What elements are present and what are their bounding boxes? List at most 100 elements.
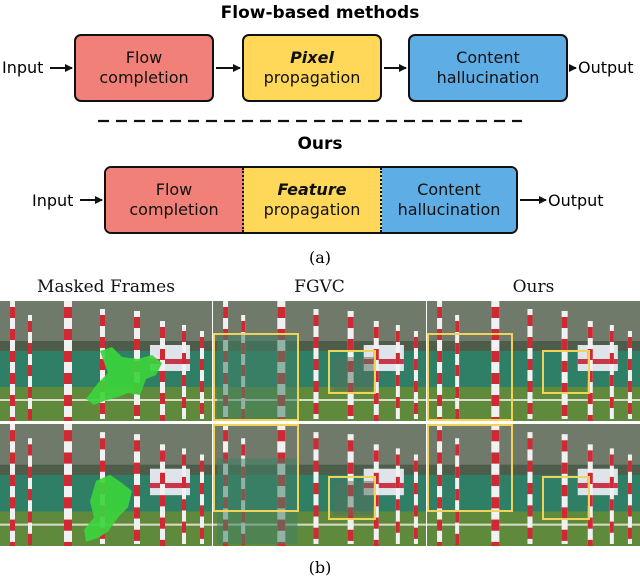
pole-red-stripe <box>527 403 533 414</box>
pole-red-stripe <box>561 440 568 452</box>
pole-red-stripe <box>373 495 379 507</box>
pole-red-stripe <box>491 519 500 531</box>
background-sky-trees <box>0 424 212 465</box>
pole-red-stripe <box>28 444 32 456</box>
pole-red-stripe <box>223 307 229 318</box>
pole-red-stripe <box>627 403 632 414</box>
artifact-blur <box>217 335 298 419</box>
pole-red-stripe <box>160 495 165 507</box>
pole-red-stripe <box>182 331 186 342</box>
pole-red-stripe <box>277 307 286 318</box>
pole-red-stripe <box>313 381 319 392</box>
pole-red-stripe <box>134 485 140 497</box>
seg-line1: Feature <box>277 180 347 199</box>
pole-red-stripe <box>527 527 533 539</box>
pole-red-stripe <box>347 405 354 416</box>
pole-red-stripe <box>455 387 460 398</box>
pole-red-stripe <box>455 321 460 332</box>
pole-red-stripe <box>347 440 354 452</box>
box-line1: Pixel <box>290 48 334 67</box>
pole-red-stripe <box>313 403 319 414</box>
background-sky-trees <box>213 424 426 465</box>
pole-red-stripe <box>437 307 443 318</box>
highlight-box-small <box>542 476 590 520</box>
pole-white <box>182 325 186 419</box>
pole-red-stripe <box>561 485 568 497</box>
pole-red-stripe <box>561 339 568 350</box>
pole-red-stripe <box>491 430 500 442</box>
pole-red-stripe <box>373 393 379 404</box>
pole-red-stripe <box>223 452 229 464</box>
pole-red-stripe <box>627 381 632 392</box>
pole-red-stripe <box>28 533 32 545</box>
frame-masked-1 <box>0 301 212 421</box>
pole-red-stripe <box>627 527 632 539</box>
pole-red-stripe <box>347 339 354 350</box>
pole-red-stripe <box>561 462 568 474</box>
seg-line2: hallucination <box>397 200 501 219</box>
box-line2: completion <box>99 68 189 87</box>
pole-red-stripe <box>28 387 32 398</box>
pole-white <box>160 321 165 419</box>
pole-red-stripe <box>313 315 319 326</box>
pole-red-stripe <box>455 409 460 420</box>
pole-red-stripe <box>491 452 500 464</box>
pole-white <box>160 444 165 544</box>
pole-red-stripe <box>100 359 105 370</box>
banner-stripe <box>363 359 404 364</box>
pole-red-stripe <box>28 409 32 420</box>
seg-line1: Content <box>417 180 481 199</box>
pole-red-stripe <box>413 337 418 348</box>
field-line <box>427 399 640 401</box>
pole-red-stripe <box>437 430 443 442</box>
pole-white <box>373 444 379 544</box>
pole-red-stripe <box>313 337 319 348</box>
pole-red-stripe <box>527 460 533 472</box>
mask-region <box>84 474 132 542</box>
pole-red-stripe <box>134 317 140 328</box>
pole-red-stripe <box>395 499 400 511</box>
pole-red-stripe <box>10 351 15 362</box>
pole-red-stripe <box>64 351 72 362</box>
frame-fgvc-1 <box>213 301 426 421</box>
pole-red-stripe <box>491 351 500 362</box>
pole-red-stripe <box>28 466 32 478</box>
pole-red-stripe <box>28 365 32 376</box>
pole-red-stripe <box>347 317 354 328</box>
banner-stripe <box>363 482 404 489</box>
pole-red-stripe <box>437 373 443 384</box>
pole-red-stripe <box>64 452 72 464</box>
ours-output-label: Output <box>548 191 604 210</box>
pole-red-stripe <box>561 405 568 416</box>
pole-red-stripe <box>64 307 72 318</box>
pole-red-stripe <box>160 517 165 529</box>
pole-red-stripe <box>413 359 418 370</box>
pole-red-stripe <box>277 452 286 464</box>
ours-feature-propagation: Feature propagation <box>244 168 382 232</box>
pole-red-stripe <box>182 353 186 364</box>
pole-red-stripe <box>100 460 105 472</box>
pole-red-stripe <box>587 393 593 404</box>
caption-a: (a) <box>308 248 332 267</box>
pole-red-stripe <box>587 517 593 529</box>
pole-white <box>395 448 400 544</box>
pole-red-stripe <box>10 452 15 464</box>
pole-red-stripe <box>491 497 500 509</box>
pole-red-stripe <box>587 472 593 484</box>
pole-red-stripe <box>160 327 165 338</box>
pole-red-stripe <box>455 444 460 456</box>
pole-red-stripe <box>10 541 15 546</box>
box-line2: propagation <box>263 68 361 87</box>
pole-red-stripe <box>587 349 593 360</box>
pole-white <box>200 331 204 419</box>
flow-completion-box: Flow completion <box>74 34 214 102</box>
pole-red-stripe <box>100 438 105 450</box>
pole-red-stripe <box>413 505 418 517</box>
pole-red-stripe <box>455 466 460 478</box>
pole-red-stripe <box>160 393 165 404</box>
pole-red-stripe <box>561 529 568 541</box>
frame-image <box>213 424 426 546</box>
pole-red-stripe <box>313 460 319 472</box>
column-title-fgvc: FGVC <box>294 277 345 297</box>
box-line1: Flow <box>125 48 163 67</box>
